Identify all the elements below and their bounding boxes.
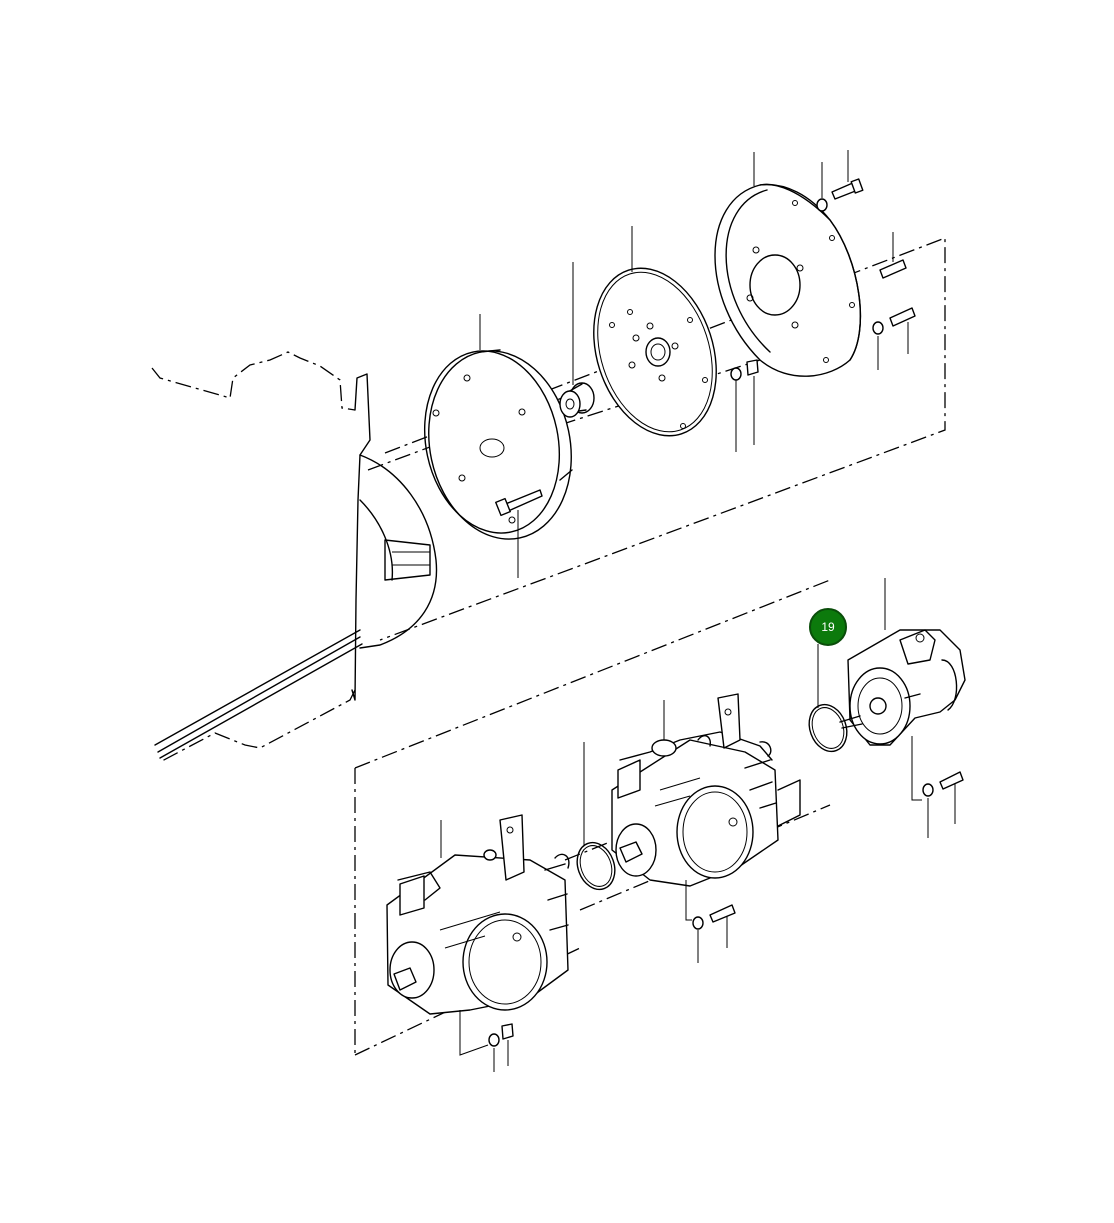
flex-plate	[593, 226, 717, 437]
flexplate-fasteners	[730, 359, 759, 452]
pump-o-ring	[576, 742, 616, 891]
o-ring-19	[808, 644, 848, 753]
callout-19-label: 19	[821, 620, 835, 634]
engine-housing	[151, 351, 438, 763]
front-pump-fasteners	[459, 1010, 514, 1072]
front-pump	[386, 814, 570, 1015]
housing-fasteners	[816, 150, 916, 370]
adapter-disc	[423, 314, 573, 540]
middle-pump-fasteners	[685, 880, 736, 963]
gear-pump	[839, 578, 966, 746]
flywheel-housing	[714, 152, 862, 377]
callout-19[interactable]: 19	[809, 608, 847, 646]
middle-pump	[611, 693, 801, 887]
adapter-bolt	[495, 489, 543, 578]
coupling-hub	[559, 262, 595, 418]
gear-pump-fasteners	[911, 736, 964, 838]
